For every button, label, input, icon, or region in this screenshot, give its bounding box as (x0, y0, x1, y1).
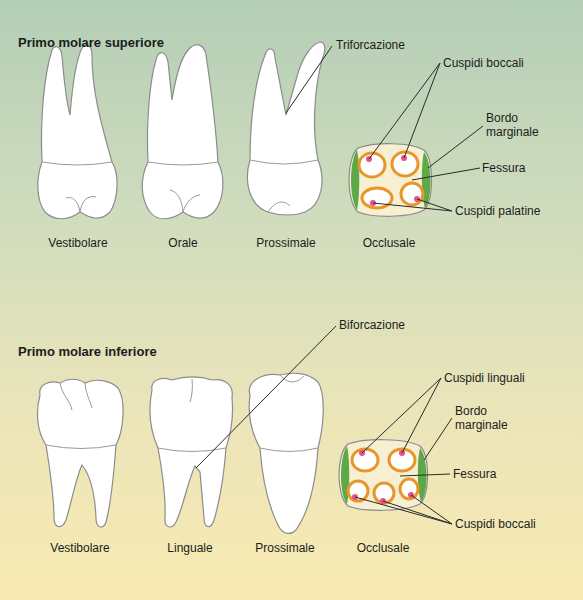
upper-molar-palatal-view (142, 45, 223, 219)
cusp (374, 483, 394, 503)
crown-groove (60, 383, 92, 410)
crown-groove (268, 202, 290, 212)
view-label: Prossimale (256, 236, 315, 250)
view-label: Prossimale (255, 541, 314, 555)
cusp-tips (366, 155, 420, 206)
callout-label: Bordo marginale (486, 111, 552, 139)
leader-line (355, 495, 452, 524)
leader-line (362, 378, 441, 453)
cusp (352, 449, 378, 471)
leader-line (412, 168, 480, 180)
cusp (401, 183, 423, 205)
callout-label: Cuspidi palatine (455, 204, 540, 218)
lower-molar-proximal-view (249, 373, 323, 533)
leader-line (286, 46, 332, 113)
marginal-ridge (351, 150, 359, 210)
leader-line (424, 418, 452, 460)
callout-label: Biforcazione (339, 318, 405, 332)
cej-line (250, 160, 318, 164)
view-label: Vestibolare (48, 236, 107, 250)
cusp (400, 479, 418, 499)
lower-molar-lingual-view (150, 377, 233, 527)
callout-label: Fessura (453, 467, 496, 481)
cusp (359, 153, 385, 177)
cej-line (46, 445, 116, 449)
view-label: Orale (168, 236, 197, 250)
cej-line (148, 162, 218, 165)
upper-molar-proximal-view (247, 42, 324, 215)
view-label: Vestibolare (50, 541, 109, 555)
cej-line (260, 448, 318, 452)
cusp (362, 188, 392, 208)
leader-line (400, 474, 450, 476)
leader-line (196, 326, 336, 468)
callout-label: Cuspidi boccali (455, 517, 536, 531)
view-label: Occlusale (357, 541, 410, 555)
leader-line (373, 199, 452, 211)
callout-label: Cuspidi boccali (443, 56, 524, 70)
crown-groove (66, 197, 96, 212)
section-heading: Primo molare inferiore (18, 345, 157, 359)
view-label: Linguale (167, 541, 212, 555)
callout-label: Fessura (482, 161, 525, 175)
crown-groove (190, 379, 192, 402)
lower-molar-buccal-view (38, 379, 124, 527)
occlusal-crown (349, 144, 432, 217)
cusp-tips (352, 450, 414, 504)
leader-line (369, 63, 440, 159)
callout-label: Bordo marginale (455, 404, 521, 432)
section-heading: Primo molare superiore (18, 36, 164, 50)
leader-line (428, 126, 483, 168)
callout-label: Triforcazione (336, 38, 405, 52)
callout-label: Cuspidi linguali (444, 371, 525, 385)
upper-molar-buccal-view (38, 45, 117, 219)
cej-line (42, 162, 112, 165)
view-label: Occlusale (363, 236, 416, 250)
crown-groove (170, 190, 200, 212)
